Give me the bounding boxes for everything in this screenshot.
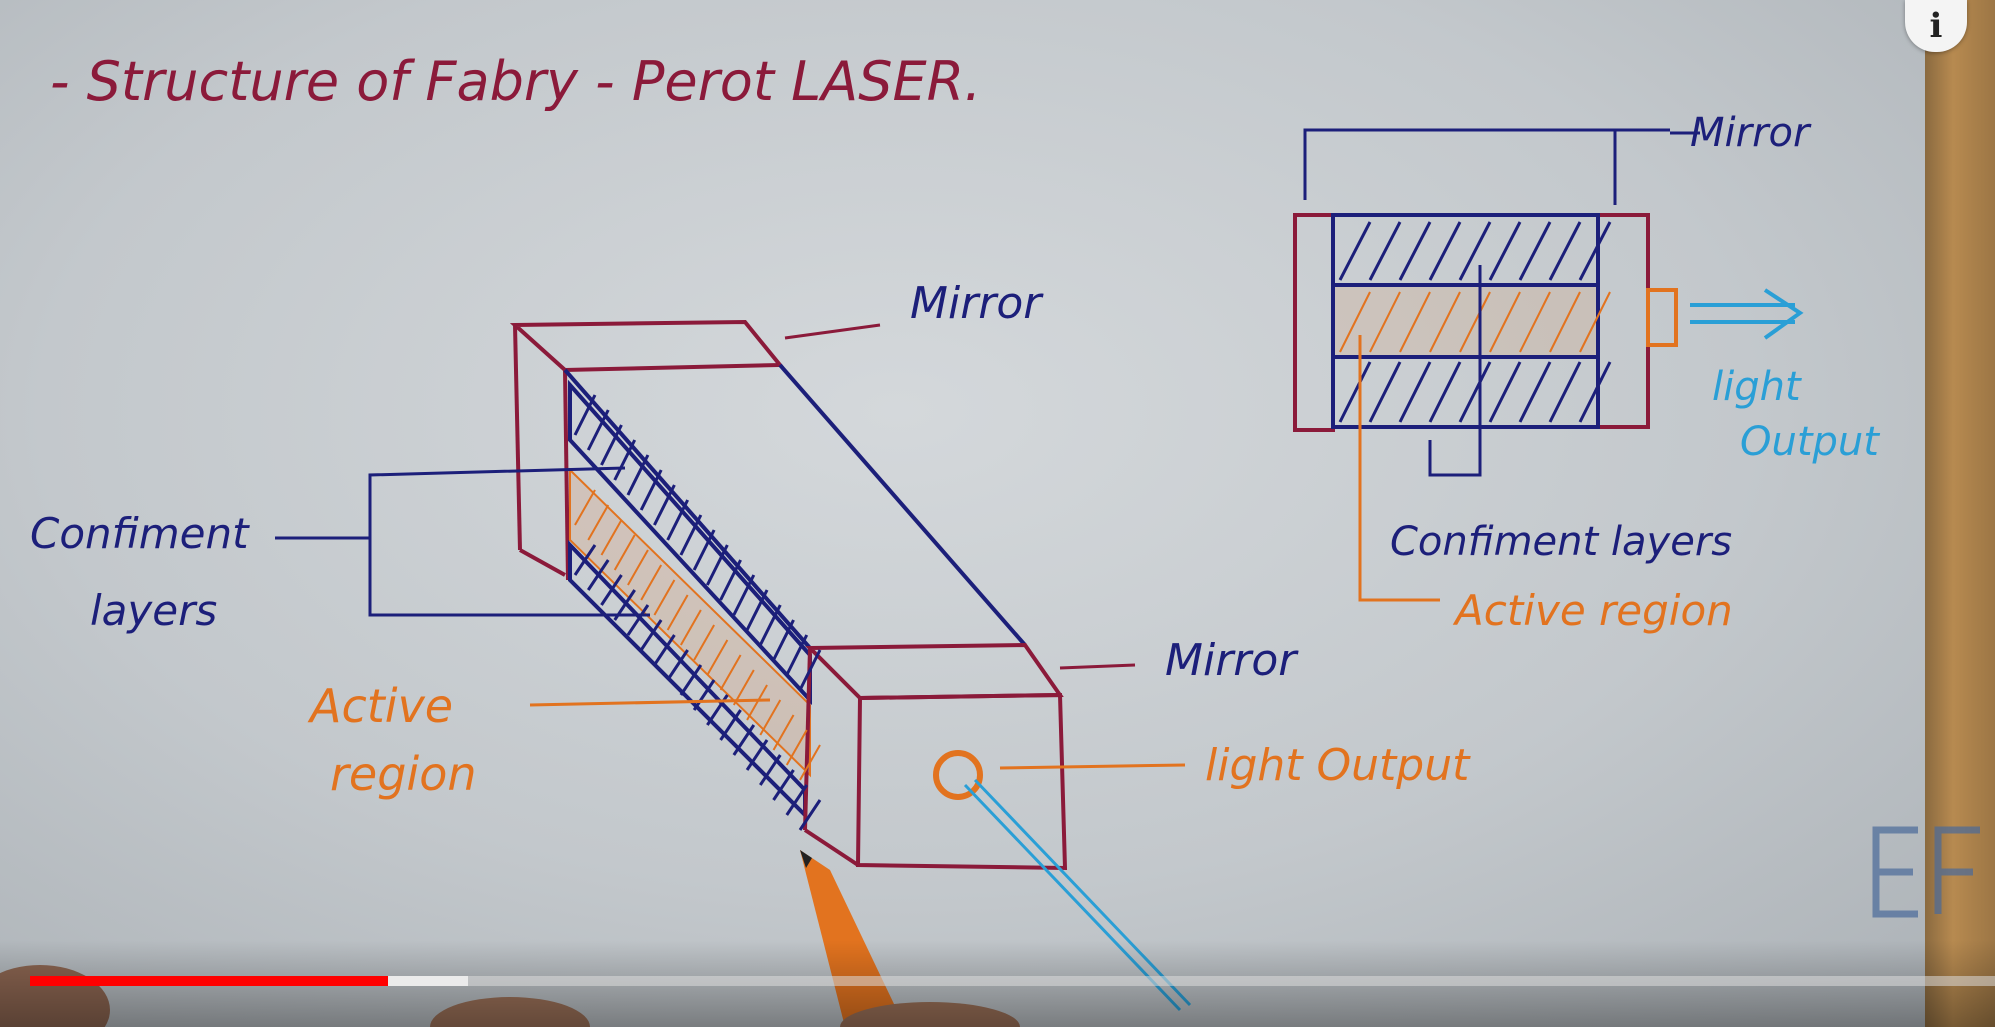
lecture-title: - Structure of Fabry - Perot LASER.: [50, 50, 981, 113]
active-label-2d: Active region: [1452, 586, 1733, 635]
front-mirror-face: [855, 692, 1068, 871]
progress-bar[interactable]: [30, 974, 1995, 988]
bottom-confinement-2d: [1331, 355, 1600, 429]
mirror-label-2d: Mirror: [1690, 110, 1812, 156]
output-aperture: [933, 750, 983, 800]
front-mirror-top: [805, 642, 1064, 701]
progress-track: [30, 976, 1995, 986]
confinement-label-2d: Confiment layers: [1390, 519, 1732, 565]
progress-played: [30, 976, 388, 986]
hatching-2d: [1338, 221, 1612, 423]
back-mirror-top: [509, 319, 785, 373]
confinement-hatching: [573, 394, 822, 831]
info-button[interactable]: i: [1905, 0, 1967, 52]
ef-logo-icon: [1872, 826, 1980, 918]
light-output-label-3d: light Output: [1205, 740, 1471, 791]
diagram-2d-labels: Mirror light Output Confiment layers Act…: [1303, 110, 1880, 635]
active-label-3d-line1: Active: [307, 679, 453, 733]
diagram-3d-labels: Mirror Mirror Confiment layers Active re…: [30, 278, 1471, 801]
light-output-2d-line1: light: [1712, 364, 1802, 410]
mirror-label-front: Mirror: [1165, 635, 1299, 686]
laser-2d-diagram: [1293, 213, 1678, 432]
confinement-label-3d-line1: Confiment: [30, 509, 250, 558]
right-mirror-2d: [1596, 213, 1650, 429]
confinement-label-3d-line2: layers: [90, 586, 217, 635]
info-icon: i: [1929, 6, 1943, 46]
left-mirror-2d: [1293, 213, 1335, 432]
output-port-2d: [1646, 288, 1678, 347]
mirror-label-top: Mirror: [910, 278, 1044, 329]
light-output-2d-line2: Output: [1740, 419, 1880, 465]
active-label-3d-line2: region: [330, 747, 477, 801]
active-region-3d: [569, 467, 811, 778]
